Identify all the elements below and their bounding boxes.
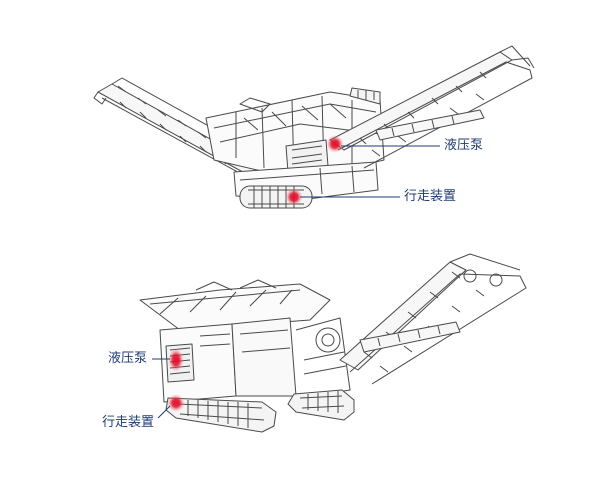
bottom-right-crawler-track [287,389,355,421]
top-side-conveyor [375,109,485,141]
top-track-label: 行走装置 [404,189,457,204]
top-pump-label: 液压泵 [444,138,484,153]
top-main-body [205,87,385,181]
bottom-track-label: 行走装置 [102,415,155,430]
bottom-main-housing [231,317,351,399]
bottom-left-crawler-track [165,397,277,433]
bottom-pump-marker [168,348,184,372]
bottom-track-marker [167,394,185,412]
bottom-track-leader [157,405,171,419]
bottom-pump-label: 液压泵 [108,351,148,366]
bottom-side-conveyor [359,321,461,353]
top-machine [93,45,535,209]
bottom-discharge-conveyor [339,253,527,385]
top-track-marker [285,188,303,206]
bottom-machine [139,253,527,433]
bottom-hopper [139,279,331,331]
top-pump-marker [326,135,344,153]
